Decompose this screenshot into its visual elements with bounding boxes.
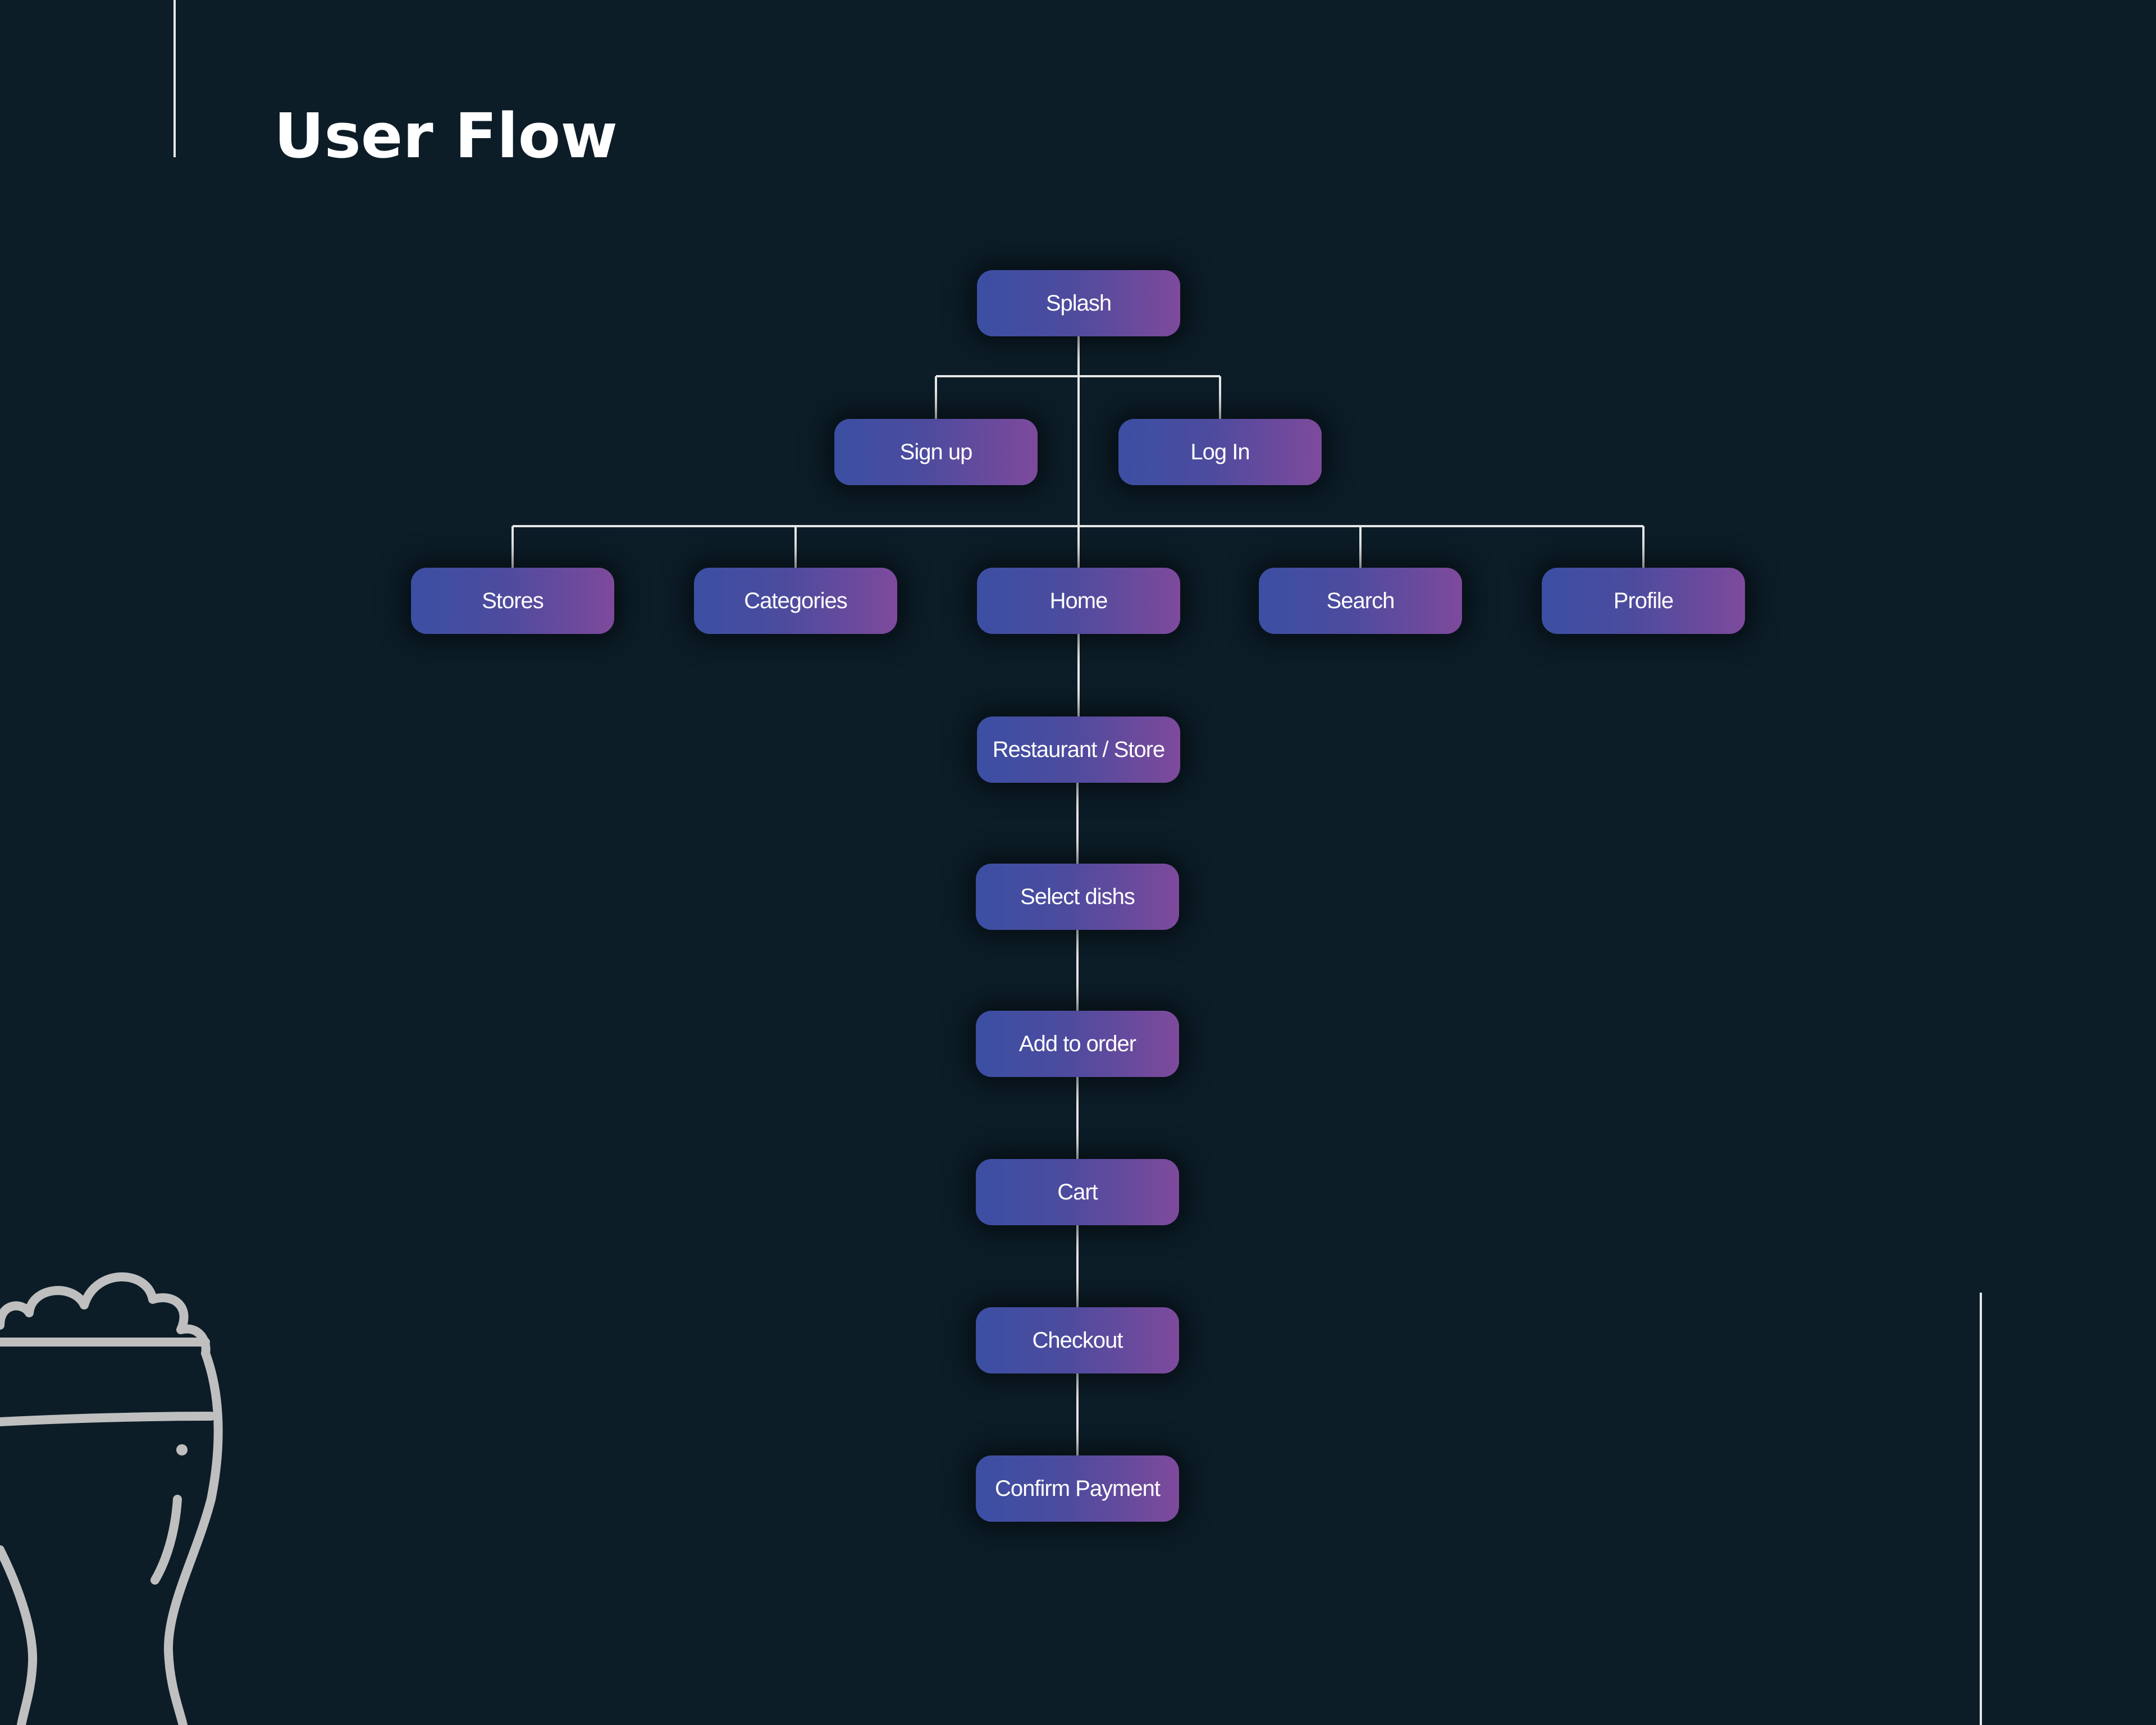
beer-glass-icon [0, 1272, 223, 1725]
flow-node-stores: Stores [411, 568, 614, 634]
flow-node-sign-up: Sign up [834, 419, 1038, 485]
page-title: User Flow [274, 100, 618, 172]
flow-node-add-to-order: Add to order [976, 1011, 1179, 1077]
flow-node-splash: Splash [977, 270, 1180, 336]
flow-node-search: Search [1259, 568, 1462, 634]
flow-node-home: Home [977, 568, 1180, 634]
flow-node-select-dishs: Select dishs [976, 864, 1179, 930]
flow-node-cart: Cart [976, 1159, 1179, 1225]
flow-node-restaurant-store: Restaurant / Store [977, 717, 1180, 783]
flow-node-categories: Categories [694, 568, 897, 634]
decorative-divider-top-left [173, 0, 176, 157]
flow-node-checkout: Checkout [976, 1307, 1179, 1373]
flow-node-log-in: Log In [1118, 419, 1322, 485]
decorative-divider-bottom-right [1980, 1293, 1982, 1725]
flow-node-profile: Profile [1542, 568, 1745, 634]
flow-node-confirm-payment: Confirm Payment [976, 1455, 1179, 1522]
